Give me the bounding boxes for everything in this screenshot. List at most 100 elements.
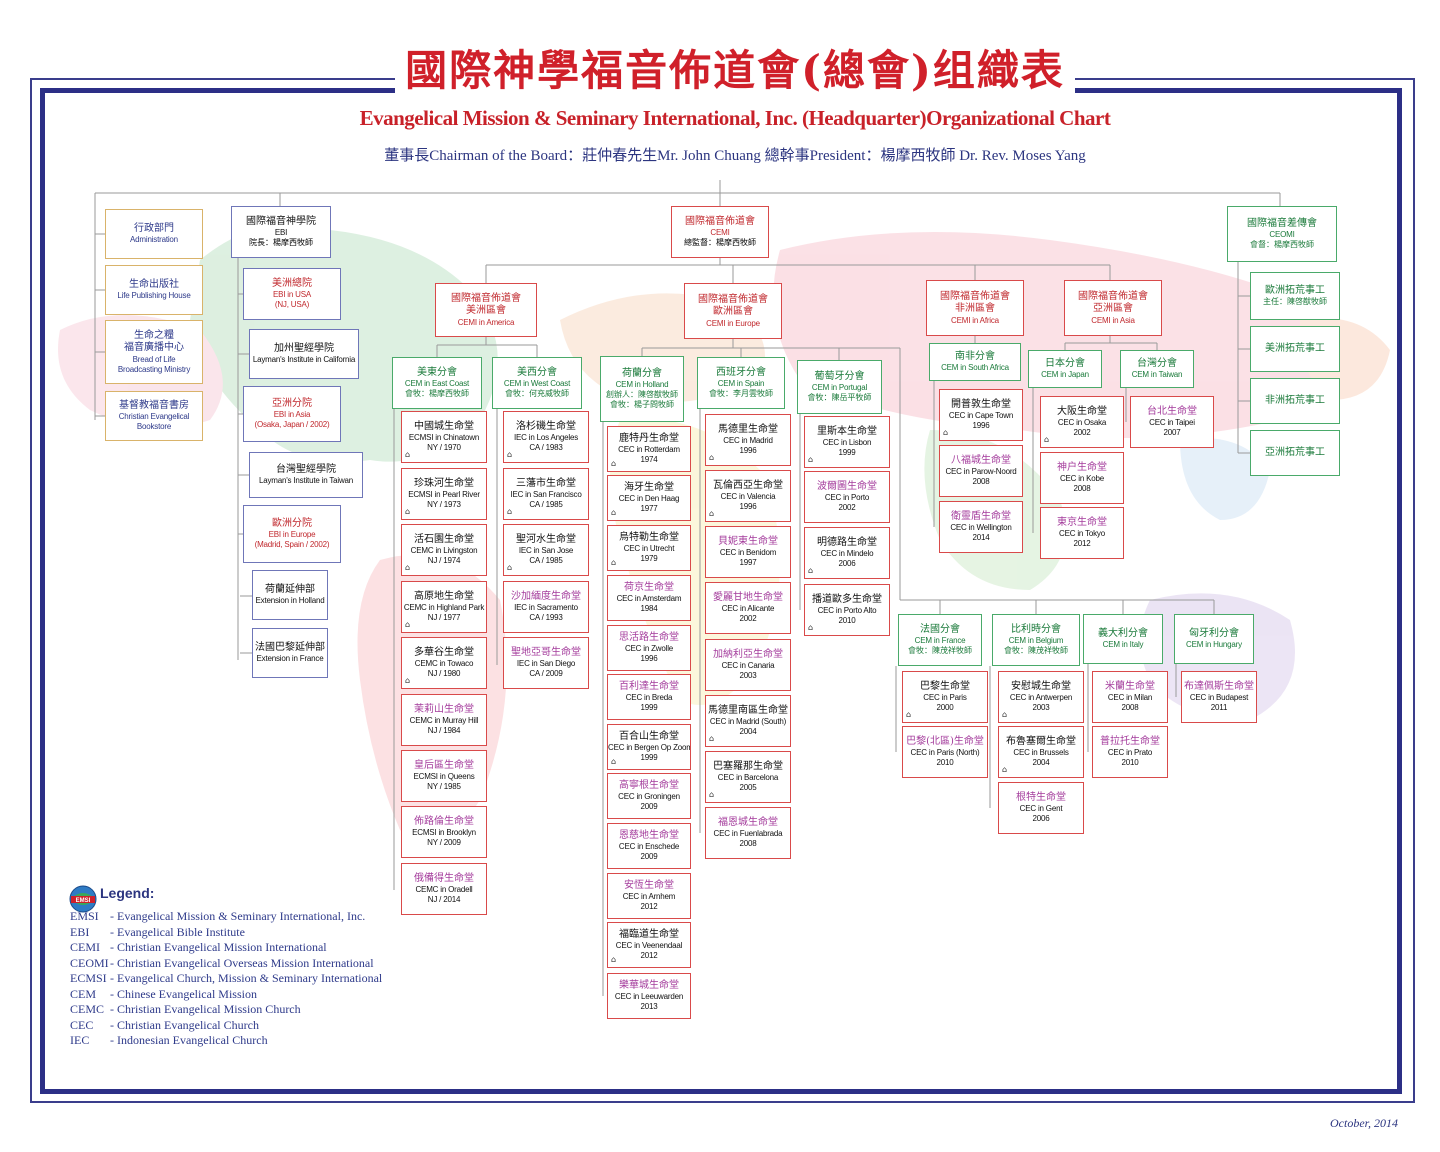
node-name: 貝妮東生命堂 <box>718 535 778 547</box>
node-detail: 1977 <box>640 504 658 514</box>
node-name-2: 歐洲區會 <box>713 306 753 317</box>
node-detail: 2012 <box>1073 539 1091 549</box>
legend: Legend: EMSI- Evangelical Mission & Semi… <box>70 885 410 1049</box>
legend-description: - Evangelical Church, Mission & Seminary… <box>110 971 383 985</box>
node-subtitle: CEC in Tokyo <box>1059 529 1105 539</box>
node-subtitle: Extension in Holland <box>255 596 325 606</box>
node-detail: 2002 <box>739 614 757 624</box>
node-subtitle: CEM in Portugal <box>811 383 868 393</box>
node-leader: 會牧：陳茂祥牧師 <box>908 646 972 656</box>
node-name: 生命之糧 <box>134 329 174 341</box>
node-detail: 2003 <box>1032 703 1050 713</box>
node-leader: 總監督：楊摩西牧師 <box>684 238 756 248</box>
legend-abbreviation: EBI <box>70 924 90 939</box>
node-detail: NY / 1970 <box>427 443 461 453</box>
node-subtitle: EBI in Asia <box>273 410 311 420</box>
node-detail: 2008 <box>739 839 757 849</box>
node-subtitle: CEC in Parow-Noord <box>945 467 1017 477</box>
node-detail: 1997 <box>739 558 757 568</box>
node-detail: 2006 <box>838 559 856 569</box>
node-name: 生命出版社 <box>129 278 179 290</box>
node-name: 加州聖經學院 <box>274 342 334 354</box>
legend-row: IEC- Indonesian Evangelical Church <box>70 1033 410 1049</box>
node-detail: 2008 <box>1073 484 1091 494</box>
church-building-icon: ⌂ <box>405 507 411 516</box>
node-subtitle: CEC in Cape Town <box>948 411 1014 421</box>
node-subtitle-2: Bookstore <box>136 422 172 432</box>
node-subtitle: CEC in Breda <box>625 693 673 703</box>
node-detail: 2009 <box>640 802 658 812</box>
node-subtitle: EBI <box>274 228 288 238</box>
legend-row: ECMSI- Evangelical Church, Mission & Sem… <box>70 971 410 987</box>
node-subtitle: CEC in Leeuwarden <box>614 992 684 1002</box>
node-subtitle: CEC in Taipei <box>1149 418 1195 428</box>
node-subtitle: CEM in Italy <box>1102 640 1144 650</box>
node-name: 基督教福音書房 <box>119 399 189 411</box>
node-leader: 主任：陳啓猷牧師 <box>1263 297 1327 307</box>
node-detail: 1999 <box>838 448 856 458</box>
node-name: 比利時分會 <box>1011 623 1061 635</box>
node-detail: NJ / 1974 <box>427 556 461 566</box>
node-name: 西班牙分會 <box>716 366 766 378</box>
org-node-ceomi_eu: 歐洲拓荒事工主任：陳啓猷牧師 <box>1250 272 1340 320</box>
church-building-icon: ⌂ <box>709 734 715 743</box>
node-detail: 2012 <box>640 951 658 961</box>
node-name: 行政部門 <box>134 222 174 234</box>
church-building-icon: ⌂ <box>943 428 949 437</box>
node-detail: 2014 <box>972 533 990 543</box>
node-detail: 1979 <box>640 554 658 564</box>
node-name: 非洲拓荒事工 <box>1265 394 1325 406</box>
node-name: 大阪生命堂 <box>1057 405 1107 417</box>
node-detail: CA / 2009 <box>529 669 563 679</box>
church-building-icon: ⌂ <box>808 455 814 464</box>
node-name-2: 非洲區會 <box>955 303 995 314</box>
node-subtitle: CEM in Belgium <box>1008 636 1064 646</box>
node-subtitle: CEC in Wellington <box>950 523 1012 533</box>
node-subtitle: ECMSI in Queens <box>413 772 475 782</box>
node-name: 巴黎(北區)生命堂 <box>906 735 984 747</box>
chart-subtitle: 董事長Chairman of the Board：莊仲春先生Mr. John C… <box>384 148 1086 164</box>
node-name: 米蘭生命堂 <box>1105 680 1155 692</box>
node-detail: (NJ, USA) <box>274 300 310 310</box>
node-detail: NJ / 1984 <box>427 726 461 736</box>
node-subtitle: CEC in Bergen Op Zoom <box>608 743 691 753</box>
node-name: 荷京生命堂 <box>624 581 674 593</box>
legend-description: - Evangelical Mission & Seminary Interna… <box>110 909 366 923</box>
node-subtitle: CEMC in Towaco <box>414 659 474 669</box>
node-subtitle: CEM in West Coast <box>503 379 571 389</box>
node-subtitle: CEC in Gent <box>1019 804 1063 814</box>
node-subtitle: CEC in Den Haag <box>618 494 680 504</box>
node-name: 國際福音佈道會 <box>1078 290 1148 302</box>
node-detail: CA / 1985 <box>529 556 563 566</box>
node-name: 歐洲分院 <box>272 517 312 529</box>
church-building-icon: ⌂ <box>507 507 513 516</box>
node-subtitle: CEC in Paris <box>923 693 967 703</box>
node-subtitle: IEC in San Francisco <box>510 490 582 500</box>
node-subtitle: CEC in Antwerpen <box>1009 693 1073 703</box>
node-subtitle: CEC in Arnhem <box>622 892 676 902</box>
node-subtitle: CEC in Veenendaal <box>615 941 683 951</box>
node-subtitle: CEC in Prato <box>1107 748 1153 758</box>
node-detail: 2003 <box>739 671 757 681</box>
node-subtitle: CEMI in Europe <box>706 318 760 328</box>
node-detail: 1996 <box>739 446 757 456</box>
node-name: 三藩市生命堂 <box>516 477 576 489</box>
